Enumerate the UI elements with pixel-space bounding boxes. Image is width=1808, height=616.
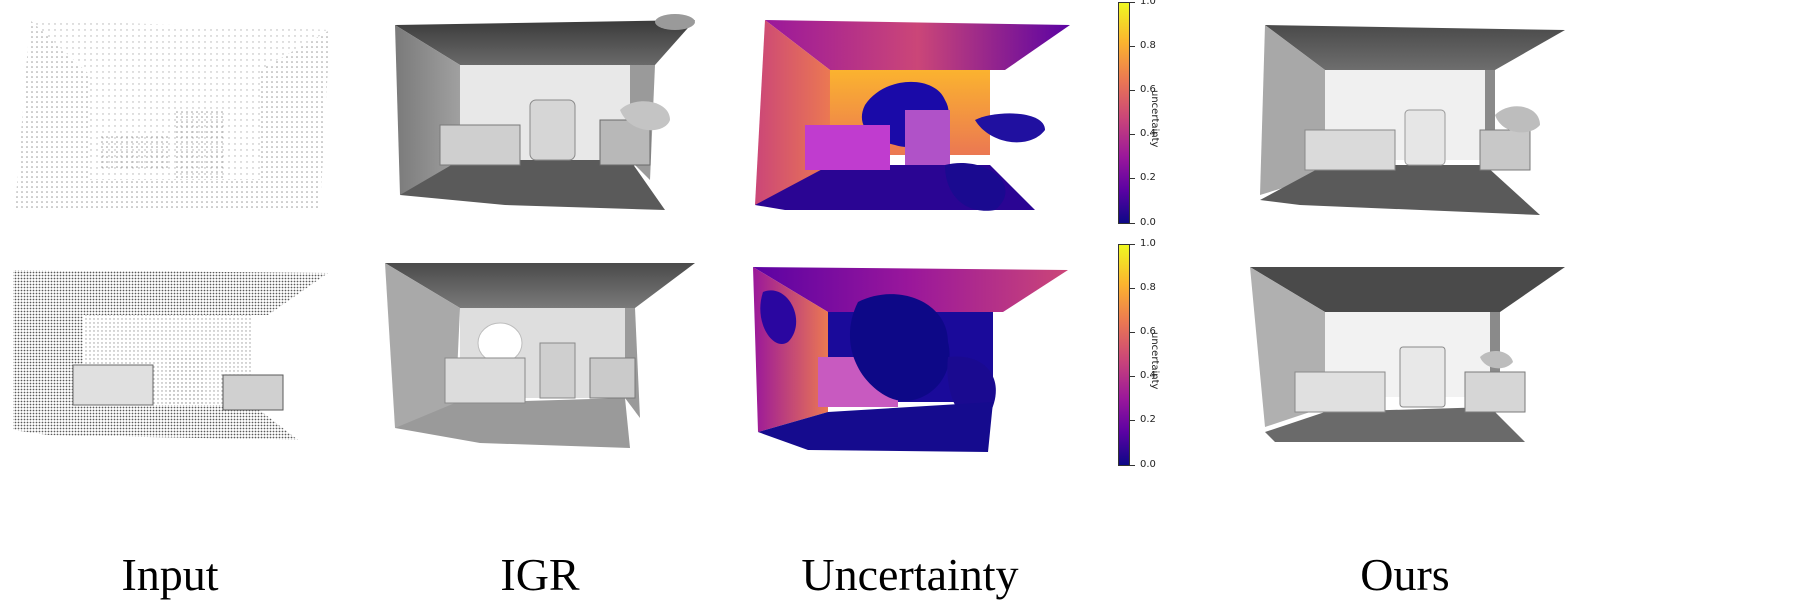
column-label-uncertainty: Uncertainty (801, 549, 1019, 600)
igr-mesh-row1 (395, 14, 695, 210)
uncertainty-colorbar-row2: 1.0 0.8 0.6 0.4 0.2 0.0 uncertainty (1118, 238, 1188, 470)
ours-mesh-row1 (1260, 25, 1565, 215)
colorbar-tick: 0.4 (1140, 370, 1156, 381)
colorbar-tick: 0.2 (1140, 414, 1156, 425)
input-pointcloud-row1 (15, 20, 330, 210)
uncertainty-colorbar-row1: 1.0 0.8 0.6 0.4 0.2 0.0 uncertainty (1118, 0, 1188, 228)
ours-mesh-row2 (1250, 267, 1565, 442)
colorbar-title: uncertainty (1149, 90, 1160, 148)
colorbar-tick: 0.6 (1140, 84, 1156, 95)
column-label-igr: IGR (500, 549, 580, 600)
colorbar-tick: 0.8 (1140, 40, 1156, 51)
colorbar-gradient (1118, 244, 1130, 466)
colorbar-tick: 0.4 (1140, 128, 1156, 139)
colorbar-tick: 0.0 (1140, 459, 1156, 470)
colorbar-tick: 0.8 (1140, 282, 1156, 293)
colorbar-tick: 0.2 (1140, 172, 1156, 183)
colorbar-tick: 0.0 (1140, 217, 1156, 228)
input-pointcloud-row2 (13, 270, 328, 440)
colorbar-tick: 0.6 (1140, 326, 1156, 337)
uncertainty-map-row2 (753, 267, 1068, 452)
colorbar-tick: 1.0 (1140, 0, 1156, 7)
column-label-ours: Ours (1360, 549, 1450, 600)
colorbar-tick: 1.0 (1140, 238, 1156, 249)
colorbar-gradient (1118, 2, 1130, 224)
column-label-input: Input (121, 549, 219, 600)
igr-mesh-row2 (385, 263, 695, 448)
colorbar-title: uncertainty (1149, 332, 1160, 390)
uncertainty-map-row1 (755, 20, 1070, 211)
